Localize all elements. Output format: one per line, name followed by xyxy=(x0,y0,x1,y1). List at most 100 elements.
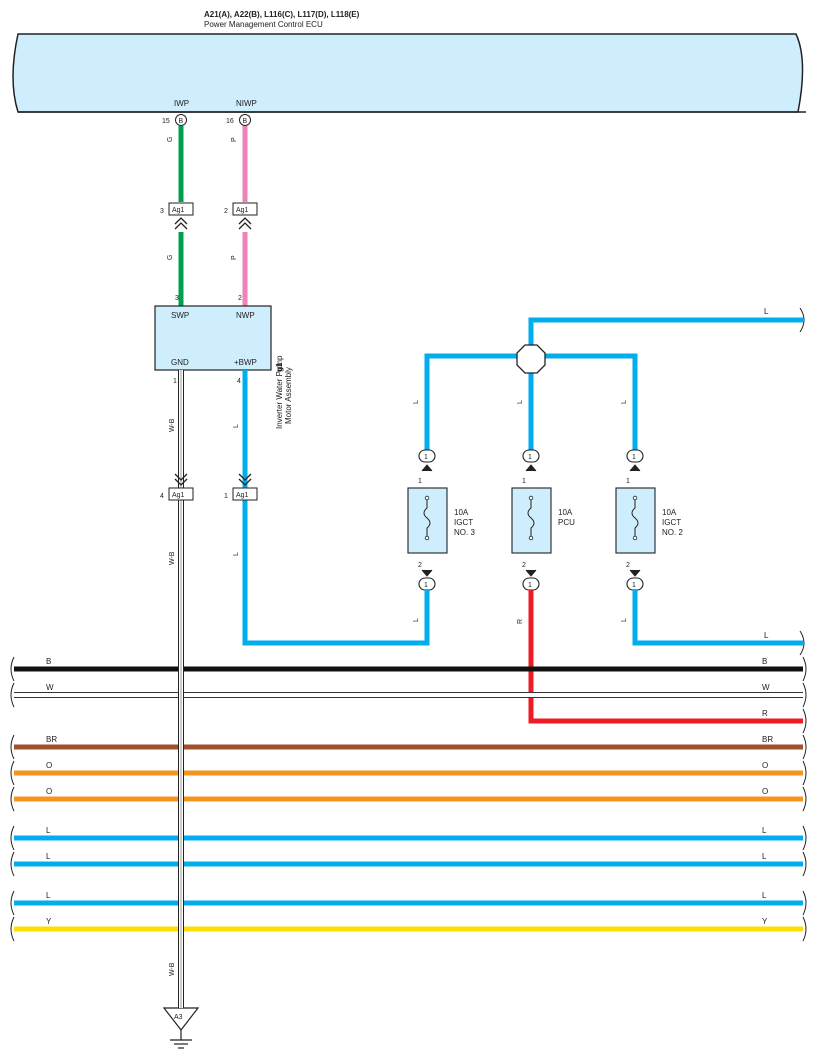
fuse2-amps: 10A xyxy=(558,508,573,517)
fuse-igct-no3: 1 1 2 1 10A IGCT NO. 3 xyxy=(407,449,475,591)
bus-wire-break xyxy=(10,916,15,942)
mid-conn-name-1: Ag1 xyxy=(172,207,185,214)
ecu-pin-conn-b2: B xyxy=(243,118,248,125)
fuse1-top-arrow-icon xyxy=(421,464,433,472)
low-connector-1 xyxy=(168,487,194,501)
bus-wire-break xyxy=(802,708,807,734)
wire-l-fuse3 xyxy=(632,590,803,646)
pump-assembly-box xyxy=(154,305,272,371)
connector-list: A21(A), A22(B), L116(C), L117(D), L118(E… xyxy=(204,10,360,19)
wire-label-fuse3-top: L xyxy=(621,400,628,404)
fuse2-pin-top: 1 xyxy=(522,478,526,485)
pump-name-line1: Inverter Water Pump xyxy=(275,355,284,429)
bus-wire-label-left: Y xyxy=(46,917,52,926)
bus-wire-break xyxy=(802,890,807,916)
bus-wire-break xyxy=(802,916,807,942)
wire-label-l-bwp1: L xyxy=(233,424,240,428)
fuse3-top-conn: 1 xyxy=(632,454,636,461)
bus-wire-label-left: L xyxy=(46,891,51,900)
fuse3-bot-arrow-icon xyxy=(629,569,641,577)
ecu-pin-num-16: 16 xyxy=(226,118,234,125)
fuse1-pin-bot: 2 xyxy=(418,562,422,569)
component-title: Power Management Control ECU xyxy=(204,20,323,29)
pump-pin-gnd: GND xyxy=(171,358,189,367)
fuse3-bot-conn: 1 xyxy=(632,582,636,589)
ecu-pin-conn-b1: B xyxy=(179,118,184,125)
bus-wire-label-right: L xyxy=(762,852,767,861)
bus-wire-label-left: B xyxy=(46,657,51,666)
wire-label-g1: G xyxy=(167,137,174,142)
fuse1-bot-arrow-icon xyxy=(421,569,433,577)
fuse-igct-no2: 1 1 2 1 10A IGCT NO. 2 xyxy=(615,449,683,591)
bus-wire-break xyxy=(10,682,15,708)
bus-wire-label-left: W xyxy=(46,683,54,692)
fuse1-top-conn: 1 xyxy=(424,454,428,461)
pump-pin-num-4: 4 xyxy=(237,378,241,385)
bus-wire-label-left: O xyxy=(46,787,52,796)
fuse1-bot-conn: 1 xyxy=(424,582,428,589)
ground-name: A3 xyxy=(174,1014,183,1021)
fuse2-pin-bot: 2 xyxy=(522,562,526,569)
bus-wire-break xyxy=(10,851,15,877)
wire-l-top-right xyxy=(528,317,803,345)
pump-pin-num-1: 1 xyxy=(173,378,177,385)
fuse1-name: IGCT xyxy=(454,518,473,527)
wire-label-wb2: W-B xyxy=(169,551,176,565)
low-conn-pin-1: 1 xyxy=(224,493,228,500)
bus-wire-label-right: Y xyxy=(762,917,768,926)
mid-connector-2-arrow-icon xyxy=(238,217,252,230)
fuse2-top-conn: 1 xyxy=(528,454,532,461)
wire-label-wb1: W-B xyxy=(169,418,176,432)
mid-connector-2 xyxy=(232,202,258,216)
fuse3-line3: NO. 2 xyxy=(662,528,683,537)
bus-wire-label-left: L xyxy=(46,826,51,835)
bus-wire-label-right: L xyxy=(762,826,767,835)
bus-wire-break xyxy=(10,734,15,760)
fuse-pcu: 1 1 2 1 10A PCU xyxy=(511,449,575,591)
fuse3-pin-bot: 2 xyxy=(626,562,630,569)
wire-label-right-mid: L xyxy=(764,631,769,640)
mid-conn-pin-3: 3 xyxy=(160,208,164,215)
bus-wire-break xyxy=(10,786,15,812)
wire-label-fuse1-top: L xyxy=(413,400,420,404)
bus-wire-break xyxy=(10,825,15,851)
bus-wire-label-left: L xyxy=(46,852,51,861)
fuse3-amps: 10A xyxy=(662,508,677,517)
splice-junction-icon xyxy=(516,344,546,374)
ecu-block xyxy=(12,33,804,113)
wire-label-fuse1-bot: L xyxy=(413,618,420,622)
bus-wire-label-right: L xyxy=(762,891,767,900)
wire-r-pcu xyxy=(528,590,803,724)
bus-wire-break xyxy=(802,682,807,708)
mid-conn-name-2: Ag1 xyxy=(236,207,249,214)
low-connector-2-arrow-icon xyxy=(238,473,252,486)
fuse3-pin-top: 1 xyxy=(626,478,630,485)
fuse2-bot-arrow-icon xyxy=(525,569,537,577)
wire-l-bwp xyxy=(242,370,430,646)
pump-pin-nwp: NWP xyxy=(236,311,255,320)
bus-wire-break xyxy=(10,760,15,786)
bus-wire-break xyxy=(802,786,807,812)
ecu-pin-num-15: 15 xyxy=(162,118,170,125)
bus-wire-label-right: W xyxy=(762,683,770,692)
bus-wire-break xyxy=(802,760,807,786)
pump-code: g1 xyxy=(275,362,284,372)
fuse2-top-arrow-icon xyxy=(525,464,537,472)
pump-name-line2: Motor Assembly xyxy=(284,367,293,424)
fuse3-top-arrow-icon xyxy=(629,464,641,472)
bus-wire-label-right: B xyxy=(762,657,767,666)
wire-label-top-right: L xyxy=(764,307,769,316)
bus-wire-break xyxy=(10,656,15,682)
ecu-pin-label-niwp: NIWP xyxy=(236,99,257,108)
bus-wire-label-left: O xyxy=(46,761,52,770)
fuse1-amps: 10A xyxy=(454,508,469,517)
mid-conn-pin-2: 2 xyxy=(224,208,228,215)
bus-wire-label-right: R xyxy=(762,709,768,718)
fuse1-icon xyxy=(423,500,431,536)
wire-label-wb3: W-B xyxy=(169,962,176,976)
pump-pin-num-3: 3 xyxy=(175,295,179,302)
low-conn-name-1: Ag1 xyxy=(172,492,185,499)
fuse1-pin-top: 1 xyxy=(418,478,422,485)
wire-label-p1: P xyxy=(231,137,238,142)
